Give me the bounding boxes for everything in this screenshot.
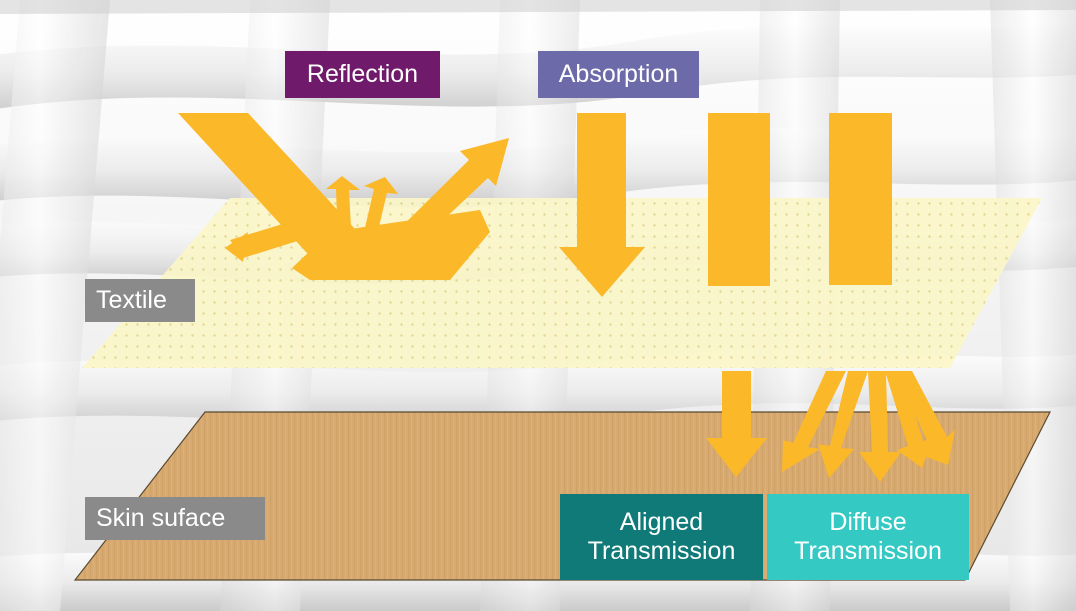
aligned-label-line1: Aligned [619,508,704,537]
diffuse-transmission-label: Diffuse Transmission [767,494,969,580]
diffuse-transmission-arrows [782,371,955,482]
textile-label: Textile [85,279,195,322]
aligned-transmission-arrow [706,371,767,477]
reflection-arrows [178,113,509,280]
aligned-label-line2: Transmission [587,537,736,565]
skin-surface-label: Skin suface [85,497,265,540]
absorption-label-text: Absorption [558,60,679,89]
reflection-label: Reflection [285,51,440,98]
absorption-arrow [559,113,645,297]
transmission-columns [708,113,892,286]
diffuse-label-line1: Diffuse [829,508,907,537]
skin-surface-label-text: Skin suface [96,504,226,533]
reflection-label-text: Reflection [306,60,419,89]
aligned-transmission-label: Aligned Transmission [560,494,763,580]
textile-label-text: Textile [96,286,167,315]
textile-plane [82,198,1042,368]
diffuse-label-line2: Transmission [794,537,942,565]
absorption-label: Absorption [538,51,699,98]
